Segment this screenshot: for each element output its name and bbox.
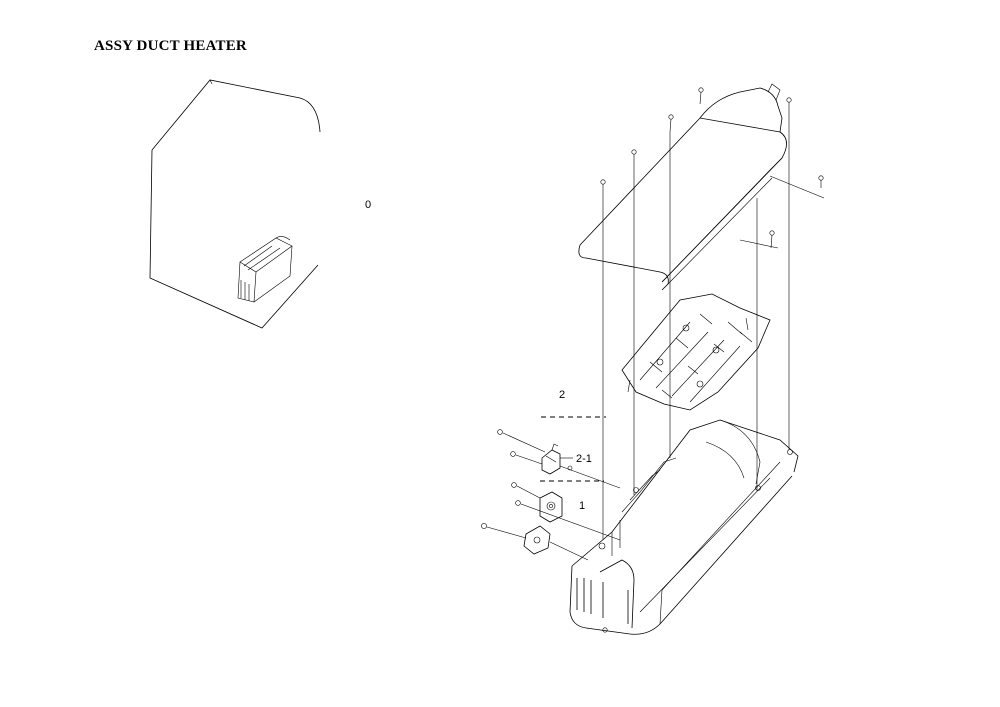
screw-icon	[631, 149, 637, 166]
screw-icon	[510, 451, 516, 457]
screw-icon	[481, 523, 487, 529]
duct-housing	[569, 419, 799, 635]
label-sub-assy: 2-1	[576, 453, 592, 465]
screw-icon	[511, 482, 517, 488]
heater-element	[621, 293, 771, 411]
part-1	[481, 482, 621, 561]
screw-icon	[698, 87, 704, 105]
thermostat-sub-assy	[497, 429, 621, 489]
top-cover	[578, 83, 787, 291]
assembly-lines	[602, 114, 790, 540]
screw-icon	[769, 230, 775, 249]
screw-icon	[818, 175, 824, 188]
screw-icon	[600, 179, 606, 196]
label-assy: 2	[559, 389, 565, 401]
top-screws	[600, 87, 824, 249]
screw-icon	[497, 429, 503, 435]
label-overview: 0	[365, 199, 371, 211]
cabinet-overview	[149, 79, 321, 329]
screw-icon	[567, 465, 573, 471]
screw-icon	[515, 500, 521, 506]
screw-icon	[786, 97, 792, 114]
diagram-title: ASSY DUCT HEATER	[94, 38, 247, 54]
label-part: 1	[579, 500, 585, 512]
duct-heater-in-cabinet	[237, 236, 293, 303]
screw-icon	[668, 114, 674, 133]
